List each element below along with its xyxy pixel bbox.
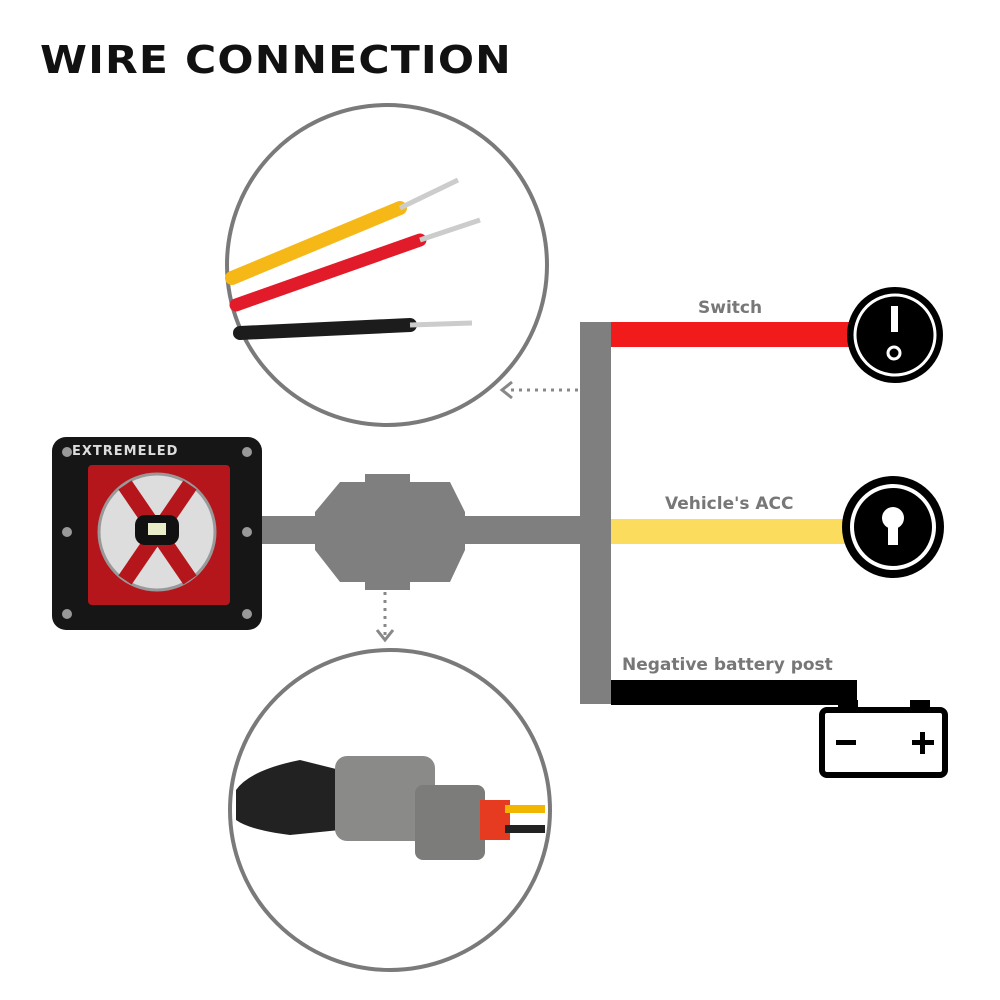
brand-logo: EXTREMELED (72, 444, 179, 459)
key-ignition-icon (842, 476, 944, 578)
acc-label: Vehicle's ACC (665, 494, 794, 514)
wire-ends-detail (225, 103, 549, 427)
switch-label: Switch (698, 298, 763, 318)
dotted-arrow-left-icon (499, 380, 578, 400)
connector-detail (228, 648, 552, 972)
dotted-arrow-down-icon (375, 592, 395, 643)
switch-icon (847, 287, 943, 383)
yellow-wire (611, 519, 846, 544)
battery-icon (819, 700, 948, 778)
black-wire (611, 680, 857, 705)
negative-label: Negative battery post (622, 655, 833, 675)
page-title: WIRE CONNECTION (40, 38, 512, 82)
red-wire (611, 322, 851, 347)
harness (262, 322, 857, 705)
led-light-pod (52, 437, 262, 630)
